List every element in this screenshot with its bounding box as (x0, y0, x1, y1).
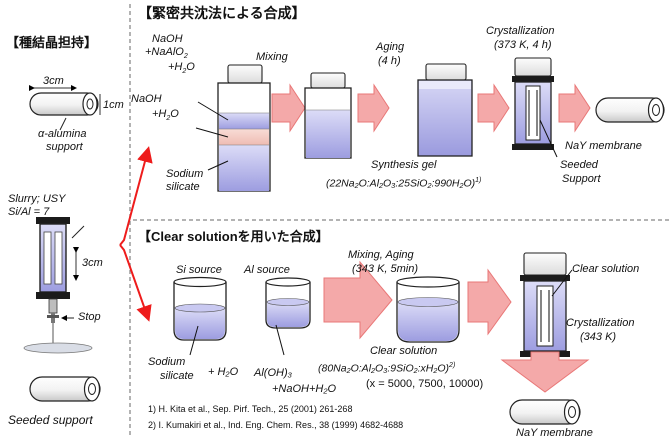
silicate-label: silicate (166, 181, 200, 193)
reference-2: 2) I. Kumakiri et al., Ind. Eng. Chem. R… (148, 420, 404, 430)
red-arrow-to-top (119, 146, 153, 246)
al-source-beaker (265, 277, 311, 329)
top-block-arrow-3 (477, 83, 510, 133)
red-arrow-to-bottom (119, 244, 152, 322)
alumina-support-tube (29, 92, 99, 116)
bottom-block-arrow-1 (323, 260, 393, 340)
si-callout-line (189, 325, 199, 356)
synthesis-gel-label: Synthesis gel (371, 159, 437, 171)
reference-1: 1) H. Kita et al., Sep. Pirf. Tech., 25 … (148, 404, 353, 414)
top-block-arrow-4 (558, 83, 591, 133)
seeded-support-label: Seeded support (8, 413, 93, 427)
top-nay-membrane-label: NaY membrane (565, 140, 642, 152)
slurry-coating-device (23, 217, 93, 354)
bottom-crystallization-label: Crystallization (566, 317, 635, 329)
mixing-aging-condition: (343 K, 5min) (352, 263, 419, 275)
clear-formula: (80Na₂O:Al₂O₃:9SiO₂:xH₂O)2) (318, 362, 456, 375)
h2o-label-1: +H2O (168, 61, 195, 76)
al-callout-line (275, 324, 285, 356)
slurry-callout-line (71, 225, 85, 239)
support-callout-line (59, 117, 67, 131)
clear-solution-title: 【Clear solutionを用いた合成】 (138, 229, 329, 244)
top-block-arrow-1 (271, 83, 306, 133)
naoh-h2o-label: +NaOH+H₂O (272, 383, 337, 395)
naoh-label-2: NaOH (131, 93, 162, 105)
top-container-layers (217, 64, 271, 192)
top-nay-membrane-tube (595, 97, 665, 123)
top-callout-3 (207, 160, 229, 171)
crystallization-condition-label: (373 K, 4 h) (494, 39, 552, 51)
gel-formula: (22Na₂O:Al₂O₃:25SiO₂:990H₂O)1) (326, 177, 482, 190)
mixing-aging-label: Mixing, Aging (348, 249, 414, 261)
mixing-label: Mixing (256, 51, 288, 63)
h2o-label-2: +H2O (152, 108, 179, 123)
top-callout-2 (195, 127, 229, 138)
height-label: 3cm (82, 257, 103, 269)
aloh3-label: Al(OH)₃ (254, 367, 292, 379)
bottom-nay-membrane-label: NaY membrane (516, 427, 593, 439)
naalo2-label: +NaAlO2 (145, 46, 188, 61)
bottom-autoclave (520, 252, 570, 357)
aging-duration-label: (4 h) (378, 55, 401, 67)
si-al-ratio-label: Si/Al = 7 (8, 206, 50, 218)
bottom-block-arrow-2 (467, 268, 512, 336)
diameter-label: 1cm (103, 99, 124, 111)
al-source-label: Al source (244, 264, 290, 276)
top-container-gel (417, 63, 473, 157)
seeded-label: Seeded (560, 159, 598, 171)
support-label: support (46, 141, 83, 153)
alumina-label: α-alumina (38, 128, 87, 140)
top-block-arrow-2 (357, 83, 390, 133)
bottom-sodium-label: Sodium (148, 356, 186, 368)
length-label: 3cm (43, 75, 64, 87)
crystallization-label: Crystallization (486, 25, 555, 37)
top-callout-1 (197, 101, 229, 121)
bottom-silicate-label: silicate (160, 370, 194, 382)
plus-h2o-label: + H₂O (208, 366, 239, 378)
bottom-crystallization-condition: (343 K) (580, 331, 617, 343)
clear-solution-top-label: Clear solution (572, 263, 640, 275)
clear-solution-callout-line (551, 269, 573, 297)
si-source-beaker (173, 276, 227, 341)
top-container-mixed (304, 72, 352, 159)
stop-label: Stop (78, 311, 101, 323)
support-label-top: Support (562, 173, 601, 185)
sodium-label: Sodium (166, 168, 204, 180)
bottom-nay-membrane-tube (509, 399, 581, 425)
top-autoclave (512, 57, 554, 150)
bottom-down-block-arrow (500, 351, 590, 393)
si-source-label: Si source (176, 264, 222, 276)
naoh-label: NaOH (152, 33, 183, 45)
seeded-support-tube (29, 376, 101, 402)
x-values-label: (x = 5000, 7500, 10000) (366, 378, 484, 390)
coprecipitation-title: 【緊密共沈法による合成】 (138, 5, 306, 21)
aging-label: Aging (376, 41, 405, 53)
clear-solution-label: Clear solution (370, 345, 438, 357)
seeded-callout-line (539, 119, 558, 158)
slurry-label: Slurry; USY (8, 193, 66, 205)
seed-loading-title: 【種結晶担持】 (6, 35, 98, 50)
clear-solution-beaker (396, 276, 460, 343)
